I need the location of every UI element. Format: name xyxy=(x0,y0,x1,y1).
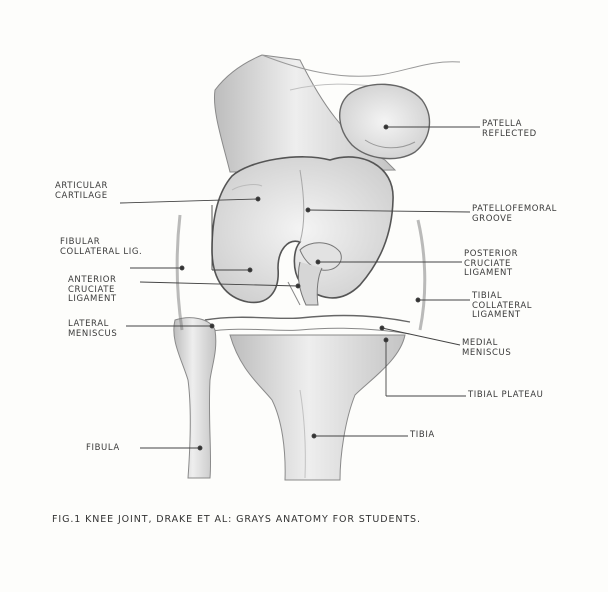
label-fibula: FIBULA xyxy=(86,444,120,454)
label-patella-reflected: PATELLA REFLECTED xyxy=(482,120,537,139)
label-posterior-cruciate-ligament: POSTERIOR CRUCIATE LIGAMENT xyxy=(464,250,518,279)
label-tibial-plateau: TIBIAL PLATEAU xyxy=(468,391,544,401)
label-anterior-cruciate-ligament: ANTERIOR CRUCIATE LIGAMENT xyxy=(68,276,117,305)
figure-caption: FIG.1 KNEE JOINT, DRAKE ET AL: GRAYS ANA… xyxy=(52,514,421,525)
tibia-bone xyxy=(230,335,405,480)
label-lateral-meniscus: LATERAL MENISCUS xyxy=(68,320,117,339)
fibula-bone xyxy=(174,318,216,478)
label-articular-cartilage: ARTICULAR CARTILAGE xyxy=(55,182,108,201)
label-patellofemoral-groove: PATELLOFEMORAL GROOVE xyxy=(472,205,557,224)
label-tibial-collateral-ligament: TIBIAL COLLATERAL LIGAMENT xyxy=(472,292,532,321)
label-medial-meniscus: MEDIAL MENISCUS xyxy=(462,339,511,358)
menisci xyxy=(205,316,410,335)
label-tibia: TIBIA xyxy=(410,431,435,441)
label-fibular-collateral-lig: FIBULAR COLLATERAL LIG. xyxy=(60,238,142,257)
